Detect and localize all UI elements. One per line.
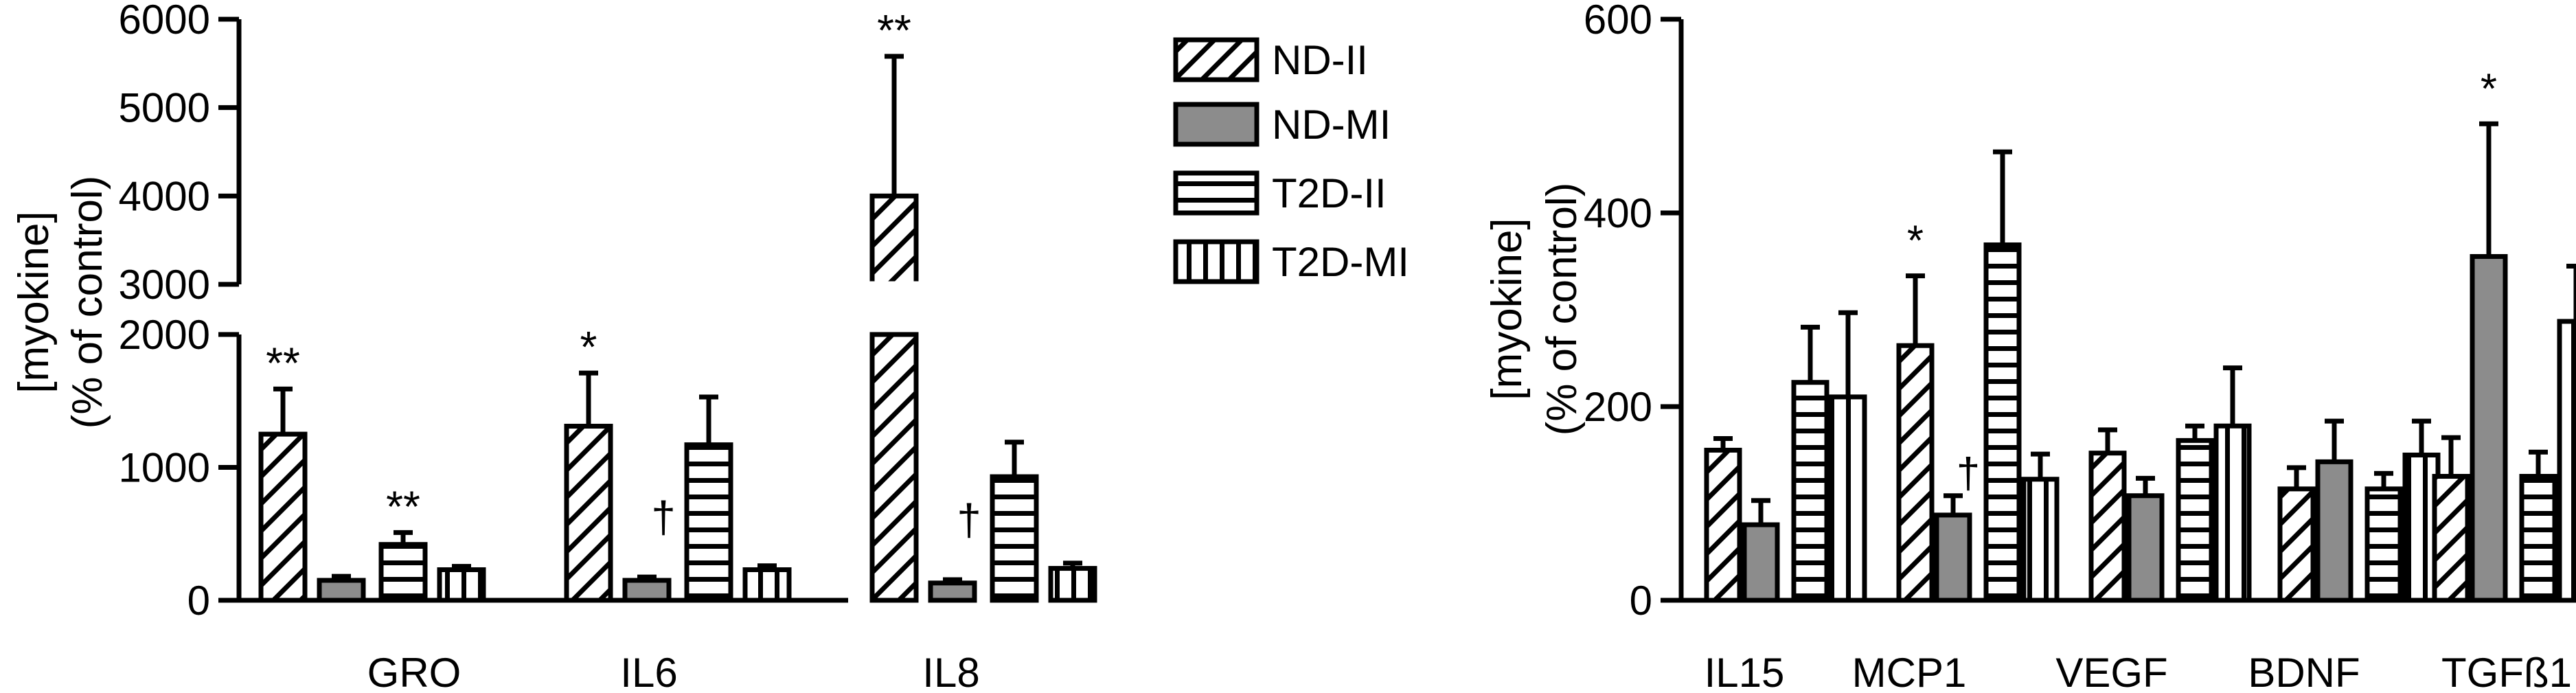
legend-swatch	[1173, 239, 1259, 284]
bar	[990, 474, 1039, 603]
x-tick-label: MCP1	[1852, 650, 1967, 693]
x-tick-label: VEGF	[2055, 650, 2167, 693]
bar	[2176, 438, 2214, 603]
significance-marker: †	[957, 495, 981, 545]
y-tick-label: 400	[1584, 190, 1652, 236]
y-tick-label: 2000	[119, 312, 210, 358]
bar	[1896, 343, 1935, 603]
y-tick-label: 6000	[119, 0, 210, 43]
significance-marker: *	[2481, 65, 2497, 113]
bar	[2315, 459, 2353, 603]
bar	[684, 442, 733, 603]
y-tick-label: 200	[1584, 384, 1652, 430]
bar	[869, 332, 919, 603]
bar	[2088, 451, 2127, 603]
y-axis-label-line1: [myokine]	[10, 211, 58, 393]
x-tick-label: IL15	[1705, 650, 1785, 693]
y-axis-label-line1: [myokine]	[1483, 218, 1531, 400]
significance-marker: **	[266, 338, 300, 387]
bar	[437, 567, 486, 603]
legend-label: ND-MI	[1272, 102, 1391, 148]
legend-swatch	[1173, 37, 1259, 82]
legend-label: ND-II	[1272, 37, 1368, 83]
legend-label: T2D-II	[1272, 170, 1387, 216]
bar	[742, 567, 792, 603]
x-tick-label: BDNF	[2248, 650, 2360, 693]
significance-marker: †	[1957, 450, 1980, 497]
y-tick-label: 0	[1630, 578, 1652, 624]
significance-marker: †	[651, 492, 676, 542]
bar	[1704, 447, 1742, 603]
y-tick-label: 600	[1584, 0, 1652, 43]
bar	[2126, 493, 2165, 603]
legend-swatch	[1173, 102, 1259, 147]
bar	[622, 578, 672, 603]
bar	[378, 542, 428, 603]
y-axis-label-line2: (% of control)	[1538, 183, 1586, 436]
bar	[928, 580, 977, 603]
significance-marker: **	[386, 481, 420, 531]
bar	[1791, 380, 1830, 603]
legend-label: T2D-MI	[1272, 239, 1409, 285]
bar	[869, 193, 919, 287]
y-axis-label-line2: (% of control)	[64, 176, 111, 429]
bar	[2213, 423, 2252, 603]
bar	[2519, 474, 2557, 603]
bar	[258, 431, 308, 603]
significance-marker: **	[877, 5, 911, 55]
legend: ND-II ND-MI T2D-II T2D-MI	[1173, 37, 1409, 285]
x-tick-label: TGFß1	[2441, 650, 2572, 693]
y-tick-label: 1000	[119, 445, 210, 491]
x-tick-label: GRO	[367, 650, 461, 693]
bar	[1048, 566, 1097, 603]
bar	[1829, 394, 1867, 603]
significance-marker: *	[580, 322, 597, 372]
x-tick-label: IL8	[922, 650, 979, 693]
bar	[2470, 253, 2508, 603]
legend-swatch	[1173, 170, 1259, 216]
bar	[1742, 522, 1780, 603]
bar	[2021, 477, 2060, 603]
bar	[317, 578, 366, 603]
y-tick-label: 5000	[119, 85, 210, 131]
bar	[2364, 486, 2403, 603]
y-tick-label: 0	[187, 578, 210, 624]
bar	[2432, 474, 2470, 603]
x-tick-label: IL6	[620, 650, 677, 693]
y-tick-label: 4000	[119, 173, 210, 219]
significance-marker: *	[1907, 218, 1924, 265]
bar	[2277, 486, 2316, 603]
bar	[2557, 319, 2576, 603]
bar	[564, 424, 613, 603]
bar	[1983, 242, 2022, 603]
y-tick-label: 3000	[119, 262, 210, 308]
bar	[1934, 512, 1972, 603]
